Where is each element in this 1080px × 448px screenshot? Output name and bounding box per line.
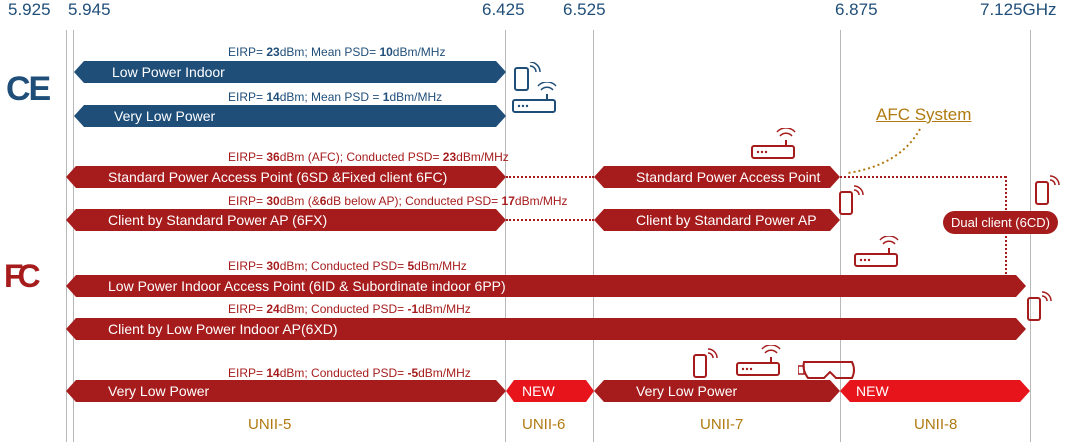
band-label-unii7: UNII-7 <box>700 416 744 433</box>
router-icon <box>736 345 781 376</box>
ce-lpi-label: Low Power Indoor <box>112 64 225 80</box>
ce-vlp-label: Very Low Power <box>114 108 216 124</box>
sp-label-unii5: Standard Power Access Point (6SD &Fixed … <box>108 169 448 185</box>
sp-bar-unii5: Standard Power Access Point (6SD &Fixed … <box>66 166 506 188</box>
sp-caption: EIRP= 36dBm (AFC); Conducted PSD= 23dBm/… <box>228 150 509 164</box>
axis-label-7125: 7.125GHz <box>980 0 1057 19</box>
ce-lpi-caption: EIRP= 23dBm; Mean PSD= 10dBm/MHz <box>228 45 446 59</box>
vlp-bar-unii7: Very Low Power <box>594 380 840 402</box>
vlp-new-label-unii8: NEW <box>856 383 889 399</box>
axis-label-6875: 6.875 <box>835 0 878 19</box>
router-icon <box>854 236 899 267</box>
vlp-label-unii5: Very Low Power <box>108 383 210 399</box>
band-label-unii8: UNII-8 <box>914 416 958 433</box>
sp-dotted-ext <box>840 176 1006 178</box>
lpi-client-label: Client by Low Power Indoor AP(6XD) <box>108 321 338 337</box>
gridline <box>840 30 841 442</box>
cl-caption: EIRP= 30dBm (&6dB below AP); Conducted P… <box>228 194 568 208</box>
cl-label-unii5: Client by Standard Power AP (6FX) <box>108 212 328 228</box>
ce-vlp-bar: Very Low Power <box>74 105 506 127</box>
lpi-caption: EIRP= 30dBm; Conducted PSD= 5dBm/MHz <box>228 259 467 273</box>
afc-connector <box>847 128 921 174</box>
cl-label-unii7: Client by Standard Power AP <box>636 212 817 228</box>
lpi-ap-label: Low Power Indoor Access Point (6ID & Sub… <box>108 278 506 294</box>
ce-logo: CE <box>6 70 51 108</box>
ce-vlp-caption: EIRP= 14dBm; Mean PSD = 1dBm/MHz <box>228 90 443 104</box>
vlp-new-label-unii6: NEW <box>522 383 555 399</box>
cl-bar-unii7: Client by Standard Power AP <box>594 209 840 231</box>
axis-label-5925: 5.925 <box>8 0 51 19</box>
afc-system-label: AFC System <box>876 105 972 124</box>
axis-label-5945: 5.945 <box>68 0 111 19</box>
sp-bar-unii7: Standard Power Access Point <box>594 166 840 188</box>
lpi-client-bar: Client by Low Power Indoor AP(6XD) <box>66 318 1026 340</box>
phone-icon <box>514 62 541 91</box>
band-label-unii6: UNII-6 <box>522 416 566 433</box>
gridline <box>66 30 67 442</box>
vlp-bar-unii5: Very Low Power <box>66 380 506 402</box>
cl-bar-unii5: Client by Standard Power AP (6FX) <box>66 209 506 231</box>
dual-client-badge: Dual client (6CD) <box>943 211 1058 234</box>
vlp-caption: EIRP= 14dBm; Conducted PSD= -5dBm/MHz <box>228 366 471 380</box>
headset-icon <box>798 361 855 379</box>
ce-lpi-bar: Low Power Indoor <box>74 61 506 83</box>
router-icon <box>751 128 796 159</box>
phone-icon <box>1035 175 1060 205</box>
gridline <box>593 30 594 442</box>
phone-icon <box>1027 291 1052 321</box>
axis-label-6525: 6.525 <box>563 0 606 19</box>
sp-dotted-link <box>506 176 594 178</box>
router-icon <box>512 82 557 113</box>
sp-label-unii7: Standard Power Access Point <box>636 169 821 185</box>
vlp-new-unii8: NEW <box>840 380 1030 402</box>
gridline <box>73 30 74 442</box>
fcc-logo: FC <box>4 258 41 294</box>
band-label-unii5: UNII-5 <box>248 416 292 433</box>
axis-label-6425: 6.425 <box>482 0 525 19</box>
cl-dotted-link <box>506 219 594 221</box>
phone-icon <box>693 348 718 378</box>
gridline <box>505 30 506 442</box>
vlp-new-unii6: NEW <box>506 380 594 402</box>
gridline <box>1030 30 1031 442</box>
phone-icon <box>839 185 864 215</box>
vlp-label-unii7: Very Low Power <box>636 383 738 399</box>
lpi-ap-bar: Low Power Indoor Access Point (6ID & Sub… <box>66 275 1026 297</box>
lpic-caption: EIRP= 24dBm; Conducted PSD= -1dBm/MHz <box>228 302 471 316</box>
